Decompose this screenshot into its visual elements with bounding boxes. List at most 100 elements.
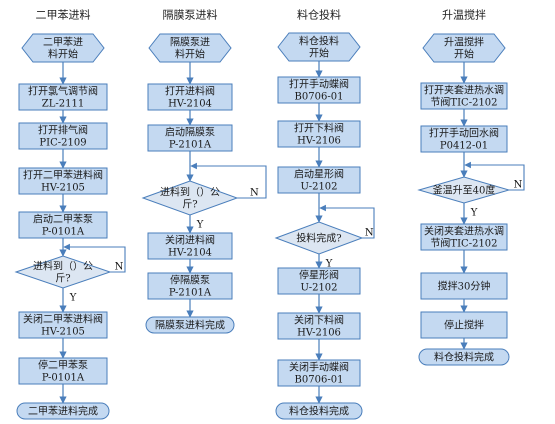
col1-step-label: ZL-2111 (42, 99, 84, 110)
col3-step-label: U-2102 (300, 182, 337, 193)
col2-step-label: P-2101A (169, 140, 212, 151)
col4-no-loop-line (464, 161, 525, 191)
col1-no-label: N (115, 262, 124, 273)
col2-decision-label: 斤? (182, 199, 197, 211)
col3-step-label: B0706-01 (295, 92, 344, 103)
col2-step-label: HV-2104 (168, 248, 212, 259)
col3-step-label: HV-2106 (297, 328, 341, 339)
col3-no-label: N (365, 228, 374, 239)
col1-step-box (18, 83, 108, 111)
col2-decision-node (141, 180, 239, 216)
col4-step-label: 节阀TIC-2102 (430, 96, 497, 109)
col2-no-loop-line (190, 162, 267, 199)
col1-step-label: 停二甲苯泵 (38, 359, 88, 372)
col2-yes-label: Y (196, 220, 204, 231)
col2-step-box (147, 124, 233, 152)
col2-step-label: 打开进料阀 (165, 85, 215, 98)
col1-step-box (18, 211, 108, 239)
col2-step-box (147, 232, 233, 260)
col4-no-label: N (514, 180, 523, 191)
col4-step-box (420, 125, 508, 153)
col4-step-label: 搅拌30分钟 (438, 280, 491, 293)
col2-step-label: 关闭进料阀 (165, 234, 215, 247)
col4-step-label: 打开夹套进热水调 (424, 84, 504, 97)
col1-start-node-label: 二甲苯进 (43, 36, 83, 49)
col4-step-label: 关闭夹套进热水调 (424, 225, 504, 238)
col1-step-label: 启动二甲苯泵 (33, 213, 93, 226)
col1-start-node (21, 33, 105, 63)
col2-step-label: 启动隔膜泵 (165, 126, 215, 139)
col2-start-node-label: 隔膜泵进 (170, 37, 210, 49)
col3-no-loop-line (319, 204, 375, 239)
col3-start-node (277, 32, 361, 62)
col1-step-label: P-0101A (42, 373, 85, 384)
col2-column-title: 隔膜泵进料 (163, 8, 218, 22)
col3-step-box (277, 267, 361, 295)
col4-decision-node (417, 176, 511, 204)
col2-step-box (147, 272, 233, 300)
col3-end-node (275, 402, 363, 420)
col3-step-label: 关闭手动蝶阀 (289, 361, 349, 374)
col1-step-label: PIC-2109 (39, 138, 86, 149)
col1-step-label: P-0101A (42, 227, 85, 238)
col3-start-node-label: 开始 (309, 47, 329, 60)
col3-step-label: B0706-01 (295, 375, 344, 386)
col1-end-node (16, 402, 110, 420)
col1-decision-node (14, 255, 112, 289)
col4-step-box (420, 82, 508, 110)
col1-step-label: 打开排气阀 (38, 124, 88, 137)
col4-step-box (420, 272, 508, 300)
col4-decision-label: 釜温升至40度 (433, 184, 496, 197)
col1-column-title: 二甲苯进料 (36, 8, 91, 22)
col3-decision-label: 投料完成? (296, 232, 341, 245)
col4-yes-label: Y (470, 208, 478, 219)
col2-decision-label: 进料到（）公 (160, 186, 220, 199)
col3-step-box (277, 166, 361, 194)
col2-step-box (147, 83, 233, 111)
col3-step-label: 打开下料阀 (294, 122, 344, 135)
col4-end-node-label: 料仓投料完成 (434, 351, 494, 364)
col1-step-label: 关闭二甲苯进料阀 (23, 313, 103, 326)
col3-column-title: 料仓投料 (297, 8, 341, 22)
col1-step-box (18, 357, 108, 385)
col1-step-label: HV-2105 (41, 183, 85, 194)
col4-step-label: P0412-01 (440, 141, 488, 152)
col4-step-label: 停止搅拌 (444, 319, 484, 332)
col2-start-node (148, 33, 232, 63)
col3-step-label: HV-2106 (297, 136, 341, 147)
col4-step-box (420, 311, 508, 339)
col3-step-label: 停星形阀 (299, 269, 339, 282)
col4-end-node (418, 348, 510, 366)
col1-step-box (18, 122, 108, 150)
col3-yes-label: Y (325, 259, 333, 270)
col4-step-box (420, 223, 508, 251)
col3-step-box (277, 120, 361, 148)
col3-step-label: 启动星形阀 (294, 168, 344, 181)
col2-step-label: P-2101A (169, 288, 212, 299)
col4-start-node-label: 升温搅拌 (444, 36, 484, 49)
col1-step-box (18, 311, 108, 339)
col3-decision-node (274, 221, 364, 255)
col3-step-label: U-2102 (300, 283, 337, 294)
col3-step-label: 关闭下料阀 (294, 314, 344, 327)
col1-step-box (18, 167, 108, 195)
col2-step-label: HV-2104 (168, 99, 212, 110)
col2-start-node-label: 料开始 (175, 48, 205, 61)
col3-start-node-label: 料仓投料 (299, 35, 339, 48)
col1-end-node-label: 二甲苯进料完成 (28, 405, 98, 418)
col2-end-node-label: 隔膜泵进料完成 (155, 319, 225, 332)
col2-end-node (145, 316, 235, 334)
col4-column-title: 升温搅拌 (442, 8, 486, 22)
col2-step-label: 停隔膜泵 (170, 274, 210, 287)
col3-step-label: 打开手动蝶阀 (289, 78, 349, 91)
col2-no-label: N (250, 188, 259, 199)
col3-end-node-label: 料仓投料完成 (289, 405, 349, 418)
col4-step-label: 打开手动回水阀 (429, 127, 499, 140)
col3-step-box (277, 359, 361, 387)
col1-no-loop-line (63, 243, 126, 273)
col4-step-label: 节阀TIC-2102 (430, 237, 497, 250)
col4-start-node (422, 33, 506, 63)
col3-step-box (277, 312, 361, 340)
col1-step-label: 打开氯气调节阀 (28, 85, 98, 98)
